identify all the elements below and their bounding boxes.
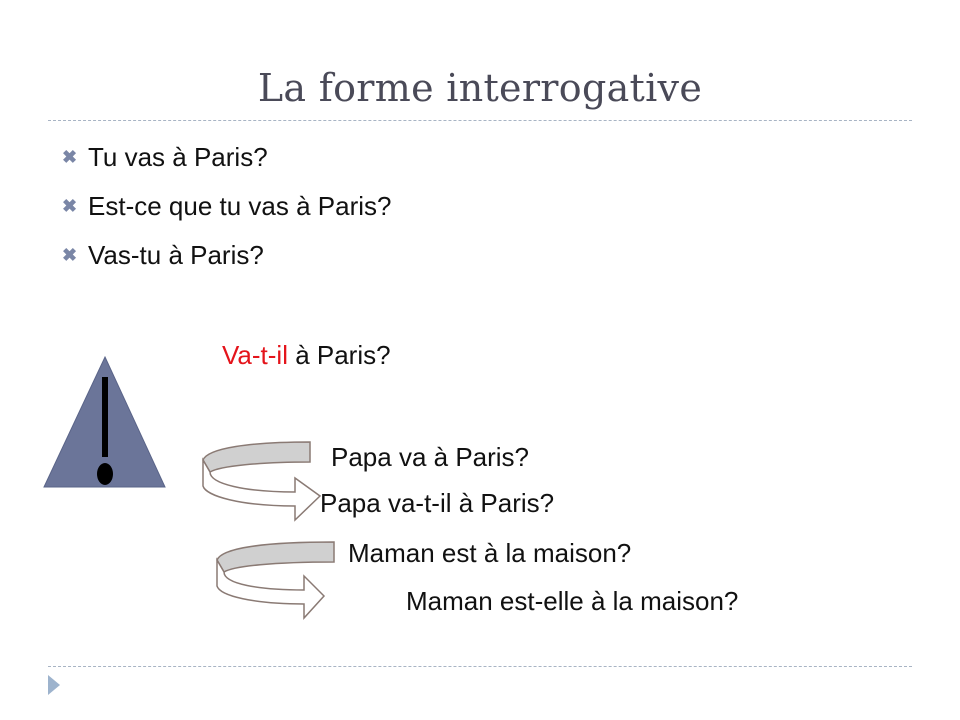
bullet-item: ✖ Tu vas à Paris? [62, 136, 391, 185]
transformation-to: Maman est-elle à la maison? [406, 586, 739, 616]
bullet-list: ✖ Tu vas à Paris? ✖ Est-ce que tu vas à … [62, 136, 391, 283]
example-rest: à Paris? [287, 340, 391, 370]
curved-arrow-icon [202, 441, 322, 522]
warning-triangle-icon [43, 355, 166, 488]
transformation-from: Maman est à la maison? [348, 538, 632, 568]
transformation-to: Papa va-t-il à Paris? [320, 488, 555, 518]
bullet-text: Est-ce que tu vas à Paris? [88, 191, 392, 221]
transformation-from: Papa va à Paris? [331, 442, 530, 472]
bullet-item: ✖ Est-ce que tu vas à Paris? [62, 185, 391, 234]
bullet-text: Vas-tu à Paris? [88, 240, 264, 270]
x-bullet-icon: ✖ [62, 196, 78, 216]
curved-arrow-icon [216, 541, 335, 620]
x-bullet-icon: ✖ [62, 245, 78, 265]
bullet-item: ✖ Vas-tu à Paris? [62, 234, 391, 283]
footer-divider [48, 666, 912, 667]
nav-triangle-icon [48, 675, 60, 695]
x-bullet-icon: ✖ [62, 147, 78, 167]
bullet-text: Tu vas à Paris? [88, 142, 268, 172]
example-sentence: Va-t-il à Paris? [222, 340, 391, 371]
slide-title: La forme interrogative [257, 66, 703, 110]
title-divider [48, 120, 912, 121]
highlight-text: Va-t-il [222, 340, 288, 370]
